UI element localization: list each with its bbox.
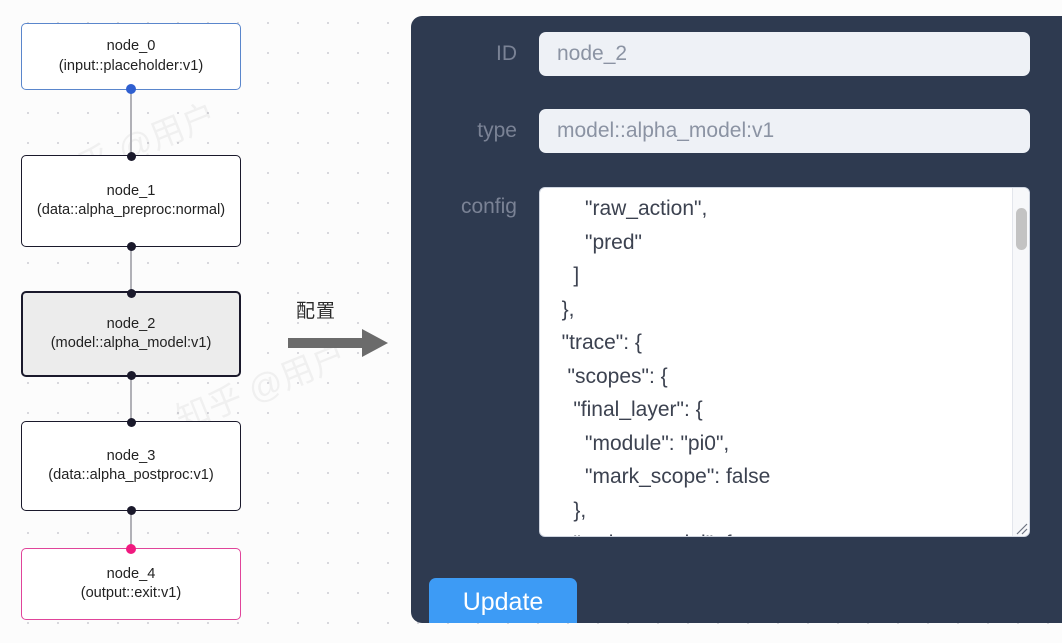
flow-node-subtitle: (data::alpha_preproc:normal) (36, 202, 226, 218)
flow-node-node_2[interactable]: node_2(model::alpha_model:v1) (21, 288, 241, 380)
flow-node-node_1[interactable]: node_1(data::alpha_preproc:normal) (21, 151, 241, 251)
node-handle-target[interactable] (126, 417, 136, 427)
flow-node-subtitle: (output::exit:v1) (80, 585, 182, 601)
edge-node0-node1 (130, 89, 132, 155)
field-row-config: config "raw_action", "pred" ] }, "trace"… (429, 187, 1062, 537)
configure-arrow-group: 配置 (288, 296, 392, 362)
config-textarea[interactable]: "raw_action", "pred" ] }, "trace": { "sc… (539, 187, 1030, 537)
flow-node-title: node_0 (106, 38, 156, 55)
type-field-label: type (477, 119, 517, 142)
field-row-id: ID node_2 (429, 32, 1062, 76)
id-field-label: ID (496, 42, 517, 65)
flow-node-label: node_2(model::alpha_model:v1) (51, 315, 212, 354)
config-scrollbar[interactable] (1012, 188, 1029, 536)
flow-node-label: node_3(data::alpha_postproc:v1) (48, 447, 214, 486)
config-scrollbar-thumb[interactable] (1016, 208, 1027, 250)
node-handle-target[interactable] (126, 544, 136, 554)
flow-node-label: node_1(data::alpha_preproc:normal) (37, 182, 225, 221)
edge-node3-node4 (130, 511, 132, 548)
flow-node-subtitle: (input::placeholder:v1) (58, 57, 204, 74)
update-button[interactable]: Update (429, 578, 577, 623)
node-handle-source[interactable] (126, 505, 136, 515)
node-handle-target[interactable] (126, 288, 136, 298)
edge-node1-node2 (130, 247, 132, 291)
id-input[interactable]: node_2 (539, 32, 1030, 76)
node-handle-source[interactable] (126, 241, 136, 251)
config-textarea-value[interactable]: "raw_action", "pred" ] }, "trace": { "sc… (561, 197, 771, 536)
node-config-panel: ID node_2 type model::alpha_model:v1 con… (411, 16, 1062, 623)
type-input[interactable]: model::alpha_model:v1 (539, 109, 1030, 153)
field-row-type: type model::alpha_model:v1 (429, 109, 1062, 153)
flow-node-node_3[interactable]: node_3(data::alpha_postproc:v1) (21, 417, 241, 515)
node-handle-source[interactable] (126, 370, 136, 380)
node-handle-source[interactable] (126, 84, 136, 94)
arrow-right-icon (288, 329, 388, 357)
flow-node-subtitle: (data::alpha_postproc:v1) (48, 467, 214, 483)
flow-node-subtitle: (model::alpha_model:v1) (50, 335, 212, 351)
flow-node-node_4[interactable]: node_4(output::exit:v1) (21, 544, 241, 620)
configure-arrow-label: 配置 (296, 301, 337, 322)
edge-node2-node3 (130, 377, 132, 421)
resize-grip-icon[interactable] (1012, 519, 1028, 535)
flow-node-node_0[interactable]: node_0(input::placeholder:v1) (21, 23, 241, 94)
flow-node-title: node_2 (106, 315, 156, 332)
node-handle-target[interactable] (126, 151, 136, 161)
flow-node-title: node_1 (106, 182, 156, 199)
flow-node-title: node_4 (106, 565, 156, 582)
config-field-label: config (460, 195, 517, 218)
flow-node-label: node_0(input::placeholder:v1) (59, 37, 203, 76)
flow-node-title: node_3 (106, 447, 156, 464)
flow-node-label: node_4(output::exit:v1) (81, 565, 182, 604)
